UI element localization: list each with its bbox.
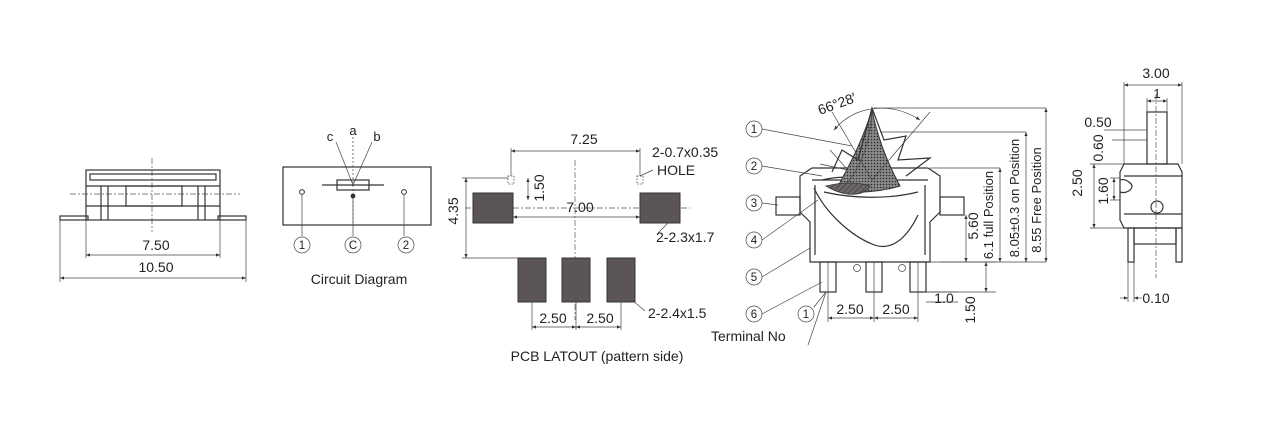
dim-7-25: 7.25 bbox=[570, 131, 597, 147]
dim-4-35: 4.35 bbox=[445, 197, 461, 224]
side-view: 7.50 10.50 bbox=[59, 158, 247, 282]
front-pitch-1: 2.50 bbox=[836, 301, 863, 317]
terminal-1-label: 1 bbox=[299, 240, 305, 252]
circuit-diagram: c a b 1 C 2 Circuit Diagram bbox=[282, 123, 432, 287]
dim-1-50-front: 1.50 bbox=[962, 296, 978, 323]
on-position: 8.05±0.3 on Position bbox=[1007, 139, 1022, 257]
dim-1-50: 1.50 bbox=[531, 174, 547, 201]
label-b: b bbox=[373, 129, 380, 144]
pcb-caption: PCB LATOUT (pattern side) bbox=[511, 348, 684, 364]
hole-left bbox=[507, 175, 515, 185]
label-a: a bbox=[349, 123, 357, 138]
dim-5-60: 5.60 bbox=[965, 212, 981, 239]
dim-0-50: 0.50 bbox=[1084, 114, 1111, 130]
terminal-label: Terminal No bbox=[711, 328, 786, 344]
callout-5: 5 bbox=[751, 272, 757, 284]
dim-7-00: 7.00 bbox=[566, 199, 593, 215]
pad-top-spec: 2-2.3x1.7 bbox=[656, 229, 715, 245]
callout-6: 6 bbox=[751, 309, 757, 321]
pitch-1: 2.50 bbox=[539, 310, 566, 326]
terminal-c-label: C bbox=[349, 240, 357, 252]
terminal-marker: 1 bbox=[803, 309, 809, 321]
callout-2: 2 bbox=[751, 161, 757, 173]
pad-bottom-spec: 2-2.4x1.5 bbox=[648, 305, 707, 321]
dim-inner: 7.50 bbox=[142, 237, 169, 253]
dim-1-0: 1.0 bbox=[934, 290, 954, 306]
circuit-caption: Circuit Diagram bbox=[311, 271, 407, 287]
pad-top-right bbox=[639, 192, 681, 224]
callout-4: 4 bbox=[751, 235, 758, 247]
front-pitch-2: 2.50 bbox=[882, 301, 909, 317]
right-view: 0.10 3.00 1 0.50 0.60 2.50 1.60 bbox=[1069, 65, 1183, 306]
dim-1: 1 bbox=[1153, 86, 1160, 101]
front-view: 66°28′ 1 2 3 4 5 6 1 Termin bbox=[711, 89, 1048, 346]
pad-bottom-3 bbox=[606, 257, 636, 303]
pitch-2: 2.50 bbox=[586, 310, 613, 326]
full-position: 6.1 full Position bbox=[981, 171, 996, 259]
dim-0-10: 0.10 bbox=[1142, 290, 1169, 306]
callout-1: 1 bbox=[751, 124, 757, 136]
hole-label: HOLE bbox=[657, 162, 695, 178]
free-position: 8.55 Free Position bbox=[1029, 147, 1044, 253]
dim-1-60: 1.60 bbox=[1095, 177, 1111, 204]
dim-3-00: 3.00 bbox=[1142, 65, 1169, 81]
pad-top-left bbox=[472, 192, 514, 224]
dim-0-60: 0.60 bbox=[1090, 134, 1106, 161]
hole-right bbox=[636, 175, 644, 185]
pad-bottom-2 bbox=[561, 257, 591, 303]
hole-spec: 2-0.7x0.35 bbox=[652, 144, 718, 160]
callout-3: 3 bbox=[751, 198, 757, 210]
terminal-2-label: 2 bbox=[403, 240, 409, 252]
angle-label: 66°28′ bbox=[816, 89, 859, 118]
pad-bottom-1 bbox=[517, 257, 547, 303]
label-c: c bbox=[327, 129, 334, 144]
dim-2-50-right: 2.50 bbox=[1069, 169, 1085, 196]
dim-outer: 10.50 bbox=[138, 259, 173, 275]
callouts: 1 2 3 4 5 6 bbox=[745, 120, 853, 323]
pcb-layout: 7.25 2-0.7x0.35 HOLE 1.50 7.00 4.35 2-2.… bbox=[445, 131, 718, 364]
